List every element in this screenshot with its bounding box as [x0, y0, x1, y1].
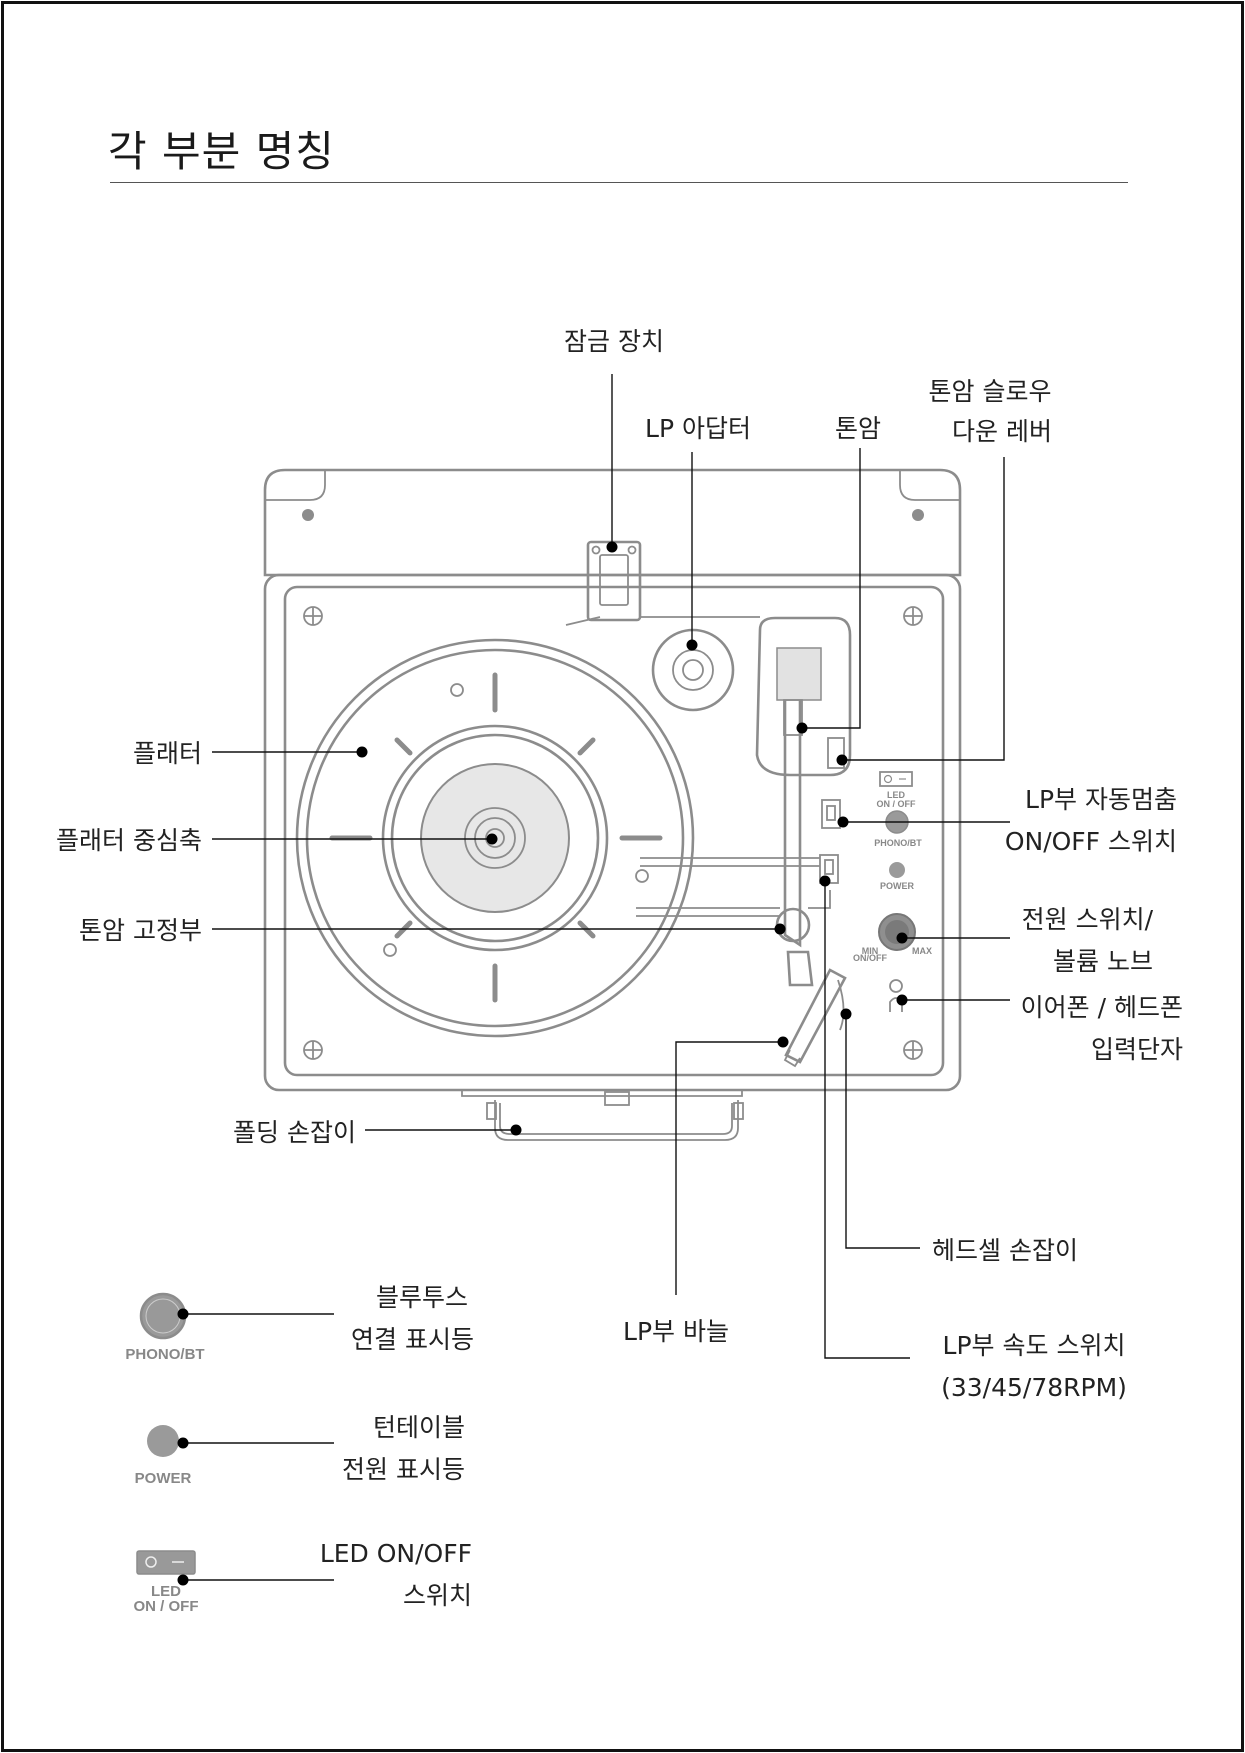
label-lock: 잠금 장치	[564, 327, 664, 356]
label-led-line2: 스위치	[403, 1581, 472, 1610]
label-power-line1: 전원 스위치/	[1022, 905, 1154, 934]
page-title: 각 부분 명칭	[108, 127, 335, 176]
label-led-line1: LED ON/OFF	[320, 1539, 472, 1568]
label-pwr-ind-line2: 전원 표시등	[342, 1455, 465, 1484]
callout-labels: 잠금 장치 LP 아답터 톤암 톤암 슬로우 다운 레버 플래터 플래터 중심축…	[56, 327, 1183, 1402]
label-spindle: 플래터 중심축	[56, 826, 202, 855]
label-platter: 플래터	[133, 739, 202, 768]
indicator-legend: PHONO/BT 블루투스 연결 표시등 POWER 턴테이블 전원 표시등 L…	[125, 1283, 474, 1615]
label-pwr-ind-line1: 턴테이블	[373, 1413, 465, 1442]
label-slowdown-line1: 톤암 슬로우	[929, 377, 1052, 406]
legend-phono-bt-text: PHONO/BT	[125, 1346, 204, 1363]
callout-lines	[212, 374, 1010, 1359]
device-phono-bt-label: PHONO/BT	[874, 838, 922, 848]
legend-led-onoff-text: ON / OFF	[134, 1598, 199, 1615]
label-bt-line1: 블루투스	[376, 1283, 468, 1312]
label-speed-line1: LP부 속도 스위치	[943, 1331, 1126, 1360]
device-onoff-small-label: ON/OFF	[853, 953, 887, 963]
label-autostop-line2: ON/OFF 스위치	[1005, 827, 1177, 856]
label-folding-handle: 폴딩 손잡이	[233, 1118, 356, 1147]
title-divider	[110, 182, 1128, 183]
label-bt-line2: 연결 표시등	[351, 1325, 474, 1354]
device-led-onoff-label: ON / OFF	[877, 799, 916, 809]
label-slowdown-line2: 다운 레버	[952, 417, 1052, 446]
label-autostop-line1: LP부 자동멈춤	[1025, 785, 1177, 814]
label-power-line2: 볼륨 노브	[1053, 947, 1153, 976]
label-tonearm: 톤암	[835, 414, 881, 443]
label-lp-adapter: LP 아답터	[645, 414, 751, 443]
legend-led-text: LED	[151, 1583, 181, 1600]
device-power-label: POWER	[880, 881, 915, 891]
device-led-label: LED	[887, 790, 906, 800]
label-speed-line2: (33/45/78RPM)	[941, 1373, 1127, 1402]
label-headshell-handle: 헤드셀 손잡이	[932, 1236, 1078, 1265]
label-arm-rest: 톤암 고정부	[79, 916, 202, 945]
label-jack-line1: 이어폰 / 헤드폰	[1021, 993, 1183, 1022]
label-stylus: LP부 바늘	[623, 1317, 729, 1346]
label-jack-line2: 입력단자	[1091, 1035, 1183, 1064]
turntable-illustration: LED ON / OFF PHONO/BT POWER MIN ON/OFF M…	[263, 468, 962, 1141]
device-min-label: MIN	[862, 946, 879, 956]
legend-power-text: POWER	[135, 1470, 192, 1487]
device-max-label: MAX	[912, 946, 932, 956]
